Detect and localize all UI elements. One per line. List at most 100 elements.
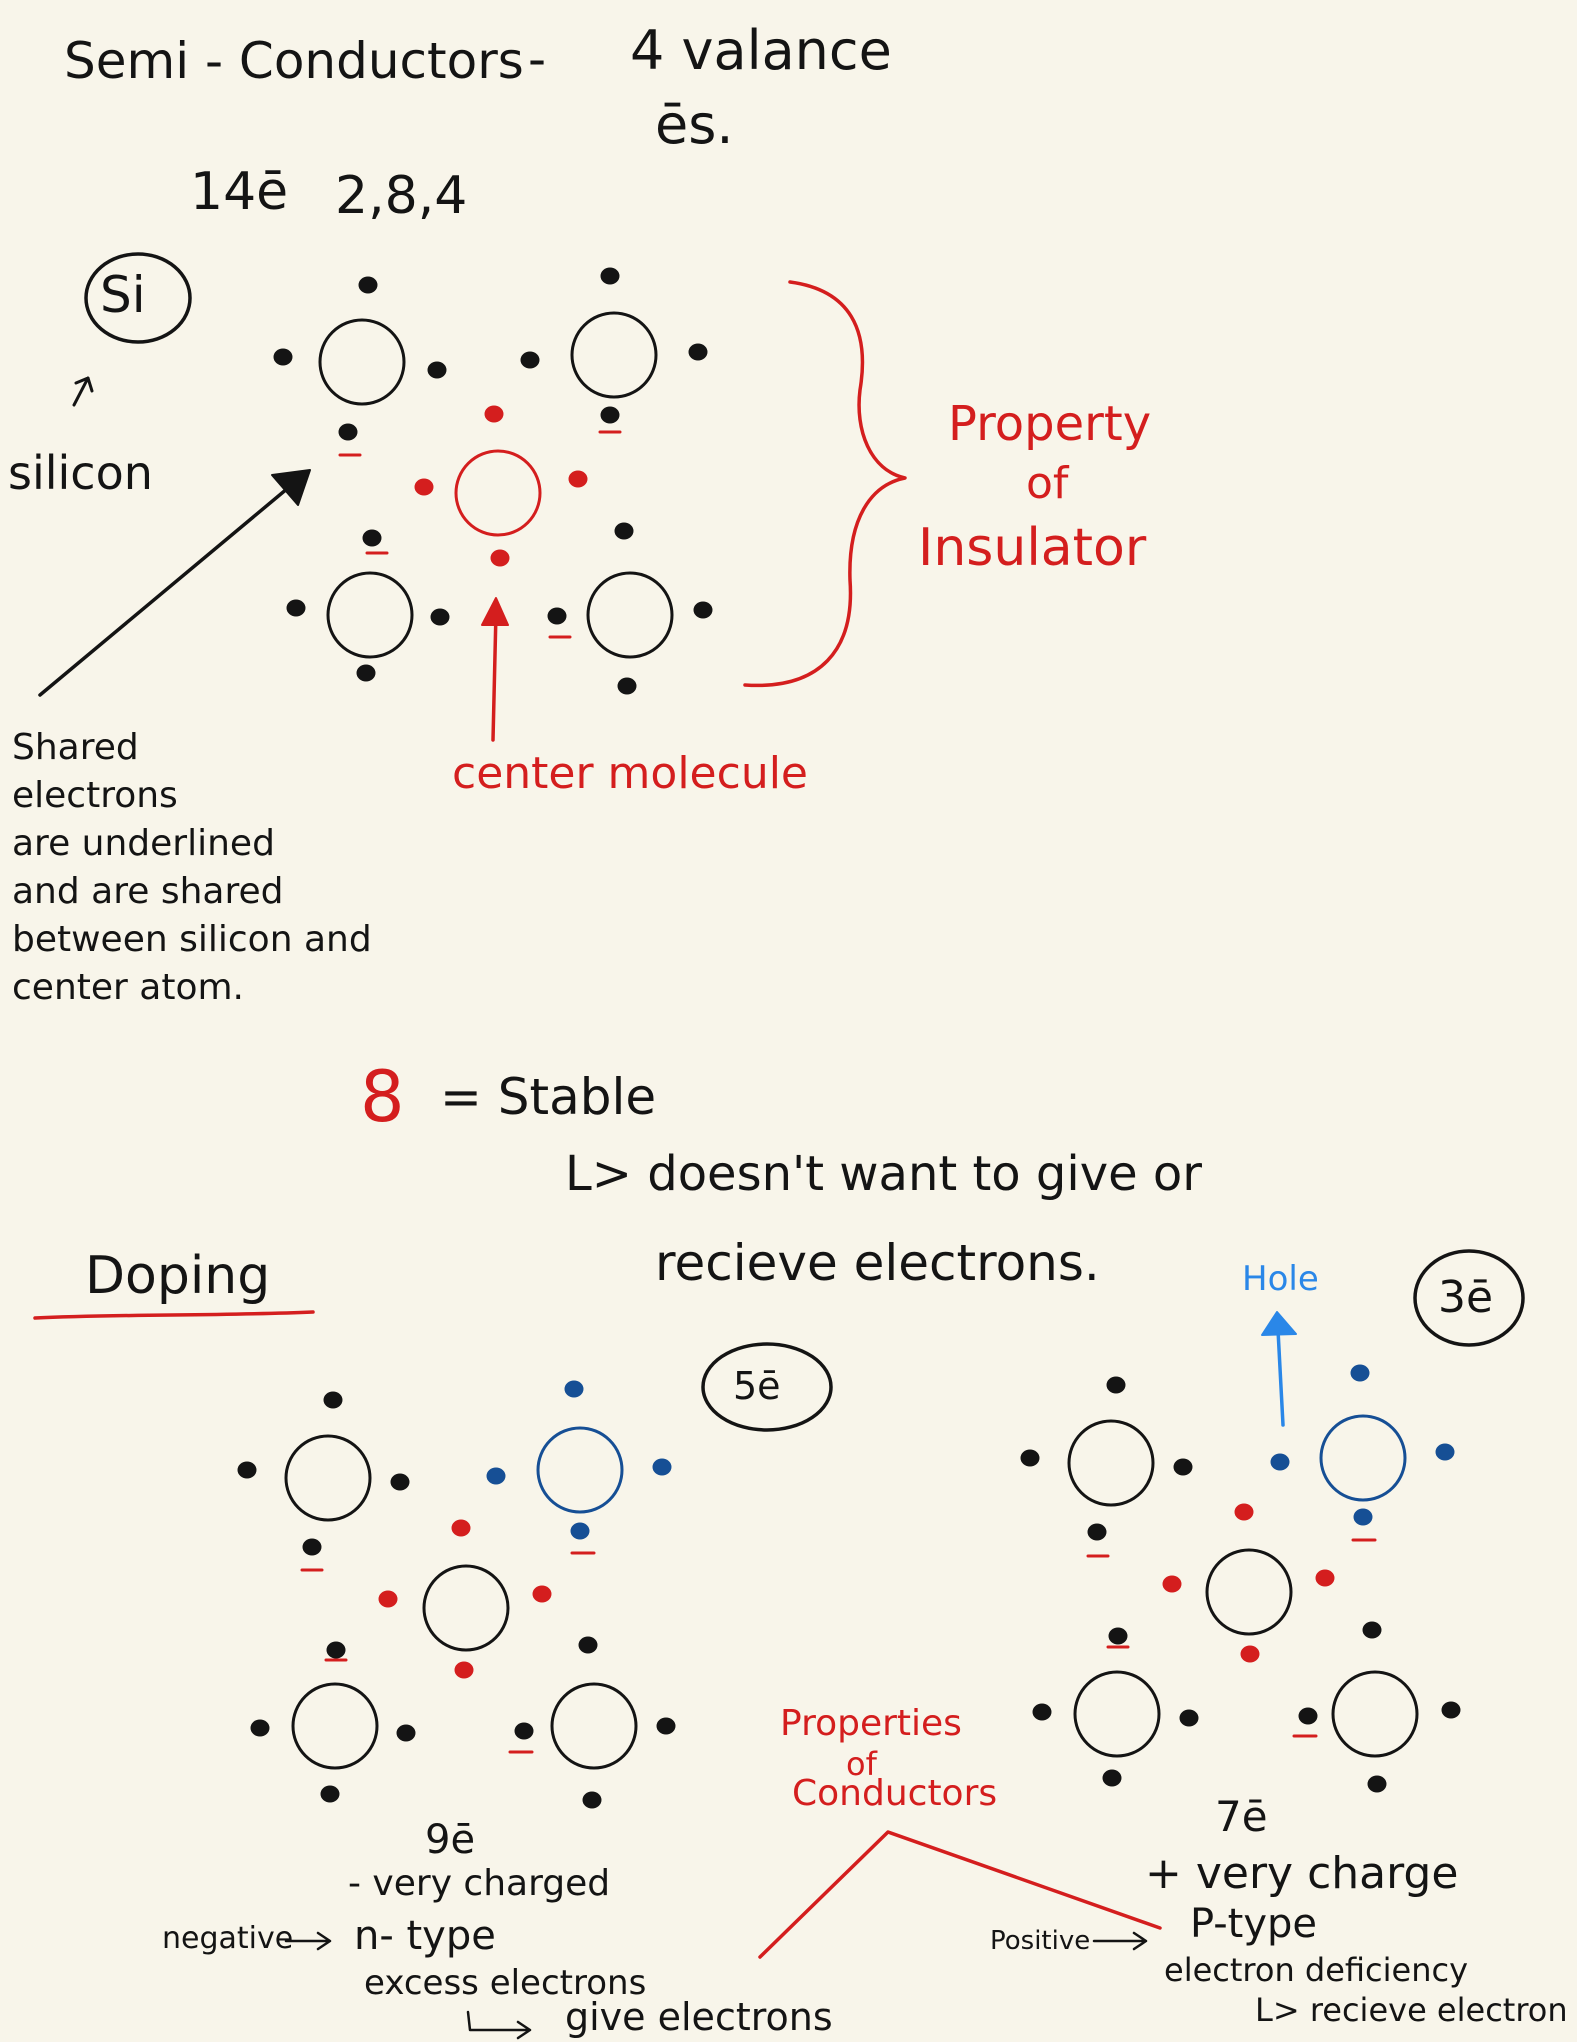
center-electron-dot [568, 470, 588, 488]
stable-label: = Stable [440, 1068, 657, 1126]
shared-note-line: are underlined [12, 823, 275, 864]
badge-3e-circle [1413, 1249, 1525, 1347]
hole-arrow-head [1261, 1311, 1297, 1336]
p-type-desc: electron deficiency [1164, 1951, 1469, 1989]
electron-dot [582, 1791, 602, 1809]
center-electron-dot [484, 405, 504, 423]
stable-eight: 8 [360, 1056, 405, 1138]
center-electron-dot [414, 478, 434, 496]
dopant-electron-dot [652, 1458, 672, 1476]
shared-note-line: and are shared [12, 871, 284, 912]
shared-note-line: between silicon and [12, 919, 372, 960]
electron-dot [1032, 1703, 1052, 1721]
conductors-label-line1: Properties [780, 1703, 962, 1744]
electron-dot [358, 276, 378, 294]
stability-note-line1: L> doesn't want to give or [565, 1146, 1203, 1202]
electron-dot [356, 664, 376, 682]
n-type-total: 9ē [425, 1817, 476, 1863]
center-electron-dot [1240, 1645, 1260, 1663]
conductors-pointer-lines [758, 1830, 1162, 1959]
electron-dot [1020, 1449, 1040, 1467]
electron-dot [514, 1722, 534, 1740]
center-molecule-arrow-head [481, 597, 509, 626]
electron-dot [1441, 1701, 1461, 1719]
silicon-up-arrow [72, 376, 94, 407]
electron-dot [362, 529, 382, 547]
shared-note-line: center atom. [12, 967, 244, 1008]
p-type-badge: 3ē [1438, 1272, 1494, 1323]
atom-circle [536, 1426, 624, 1514]
dopant-electron-dot [570, 1522, 590, 1540]
p-type-charge: + very charge [1145, 1848, 1459, 1899]
atom-circle [1331, 1670, 1419, 1758]
dopant-electron-dot [564, 1380, 584, 1398]
n-type-result: give electrons [565, 1995, 833, 2039]
electron-dot [390, 1473, 410, 1491]
si-symbol: Si [100, 266, 146, 324]
center-electron-dot [532, 1585, 552, 1603]
n-type-label: n- type [354, 1913, 496, 1959]
si-symbol-circle [84, 252, 192, 344]
electron-dot [320, 1785, 340, 1803]
electron-dot [286, 599, 306, 617]
shared-note-line: Shared [12, 727, 139, 768]
atom-circle [291, 1682, 379, 1770]
shared-electrons-arrow [38, 476, 302, 697]
electron-dot [547, 607, 567, 625]
atom-circle [422, 1564, 510, 1652]
center-electron-dot [451, 1519, 471, 1537]
electron-dot [250, 1719, 270, 1737]
center-electron-dot [378, 1590, 398, 1608]
electron-dot [326, 1641, 346, 1659]
atom-circle [550, 1682, 638, 1770]
electron-dot [1179, 1709, 1199, 1727]
electron-dot [1108, 1627, 1128, 1645]
electron-dot [600, 267, 620, 285]
title-dash: - [528, 30, 547, 88]
electron-dot [430, 608, 450, 626]
shared-note-line: electrons [12, 775, 178, 816]
atom-circle [1205, 1548, 1293, 1636]
atom-circle [284, 1434, 372, 1522]
electron-dot [302, 1538, 322, 1556]
atom-circle [454, 449, 542, 537]
dopant-electron-dot [1435, 1443, 1455, 1461]
electron-dot [1362, 1621, 1382, 1639]
center-electron-dot [1315, 1569, 1335, 1587]
electron-dot [693, 601, 713, 619]
lattice-group [237, 267, 1461, 1809]
dopant-electron-dot [1353, 1508, 1373, 1526]
valance-line1: 4 valance [630, 19, 892, 82]
hole-label: Hole [1242, 1259, 1319, 1299]
electron-dot [338, 423, 358, 441]
electron-dot [273, 348, 293, 366]
shell-config: 2,8,4 [335, 166, 468, 226]
valance-line2: ēs. [655, 93, 734, 156]
electron-dot [237, 1461, 257, 1479]
electron-dot [520, 351, 540, 369]
doping-heading: Doping [85, 1246, 271, 1306]
n-type-charge: - very charged [348, 1863, 611, 1904]
conductors-label-line2: of [846, 1745, 877, 1783]
atom-circle [1073, 1670, 1161, 1758]
center-electron-dot [1234, 1503, 1254, 1521]
electron-dot [578, 1636, 598, 1654]
positive-arrow [1092, 1931, 1148, 1951]
conductors-label-line3: Conductors [792, 1773, 998, 1814]
shared-electrons-arrow-head [271, 469, 311, 506]
p-type-sign: Positive [990, 1926, 1091, 1956]
insulator-label-line3: Insulator [918, 518, 1147, 578]
n-type-badge: 5ē [733, 1364, 781, 1408]
p-type-total: 7ē [1215, 1792, 1268, 1841]
insulator-brace [743, 280, 907, 688]
electron-dot [1102, 1769, 1122, 1787]
p-type-label: P-type [1190, 1901, 1318, 1947]
p-type-result: L> recieve electron [1255, 1991, 1568, 2029]
electron-dot [617, 677, 637, 695]
atom-circle [570, 311, 658, 399]
electron-dot [1087, 1523, 1107, 1541]
electron-dot [427, 361, 447, 379]
n-type-desc: excess electrons [364, 1963, 647, 2003]
shared-electrons-note: Shared electrons are underlined and are … [12, 724, 372, 1012]
